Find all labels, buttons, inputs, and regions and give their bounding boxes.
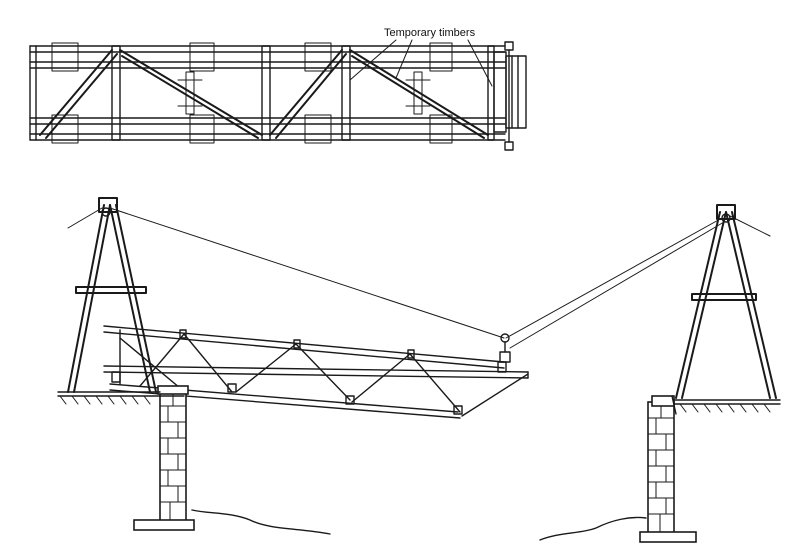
erection-elevation-view [57, 197, 781, 543]
callout-leader-lines [349, 39, 493, 87]
ground-hatching [59, 395, 771, 413]
plan-splice-plates [51, 42, 453, 144]
temporary-timbers-callout: Temporary timbers [349, 27, 493, 87]
temporary-timbers-label: Temporary timbers [384, 27, 476, 39]
plan-end-timbers [493, 41, 527, 151]
hoisting-cables [67, 207, 771, 349]
plan-floor-beams [177, 71, 431, 115]
truss-plan-view: Temporary timbers [29, 27, 527, 151]
plan-chords [29, 45, 506, 141]
right-a-frame [675, 204, 777, 399]
plan-cross-members [111, 45, 495, 141]
plan-diagonal-bracing [39, 49, 489, 139]
left-pulley [101, 207, 111, 217]
ground-banks [57, 391, 781, 541]
hook-block [499, 333, 511, 363]
left-brick-pier [133, 385, 195, 531]
left-a-frame [67, 197, 157, 393]
right-brick-pier [639, 395, 697, 543]
